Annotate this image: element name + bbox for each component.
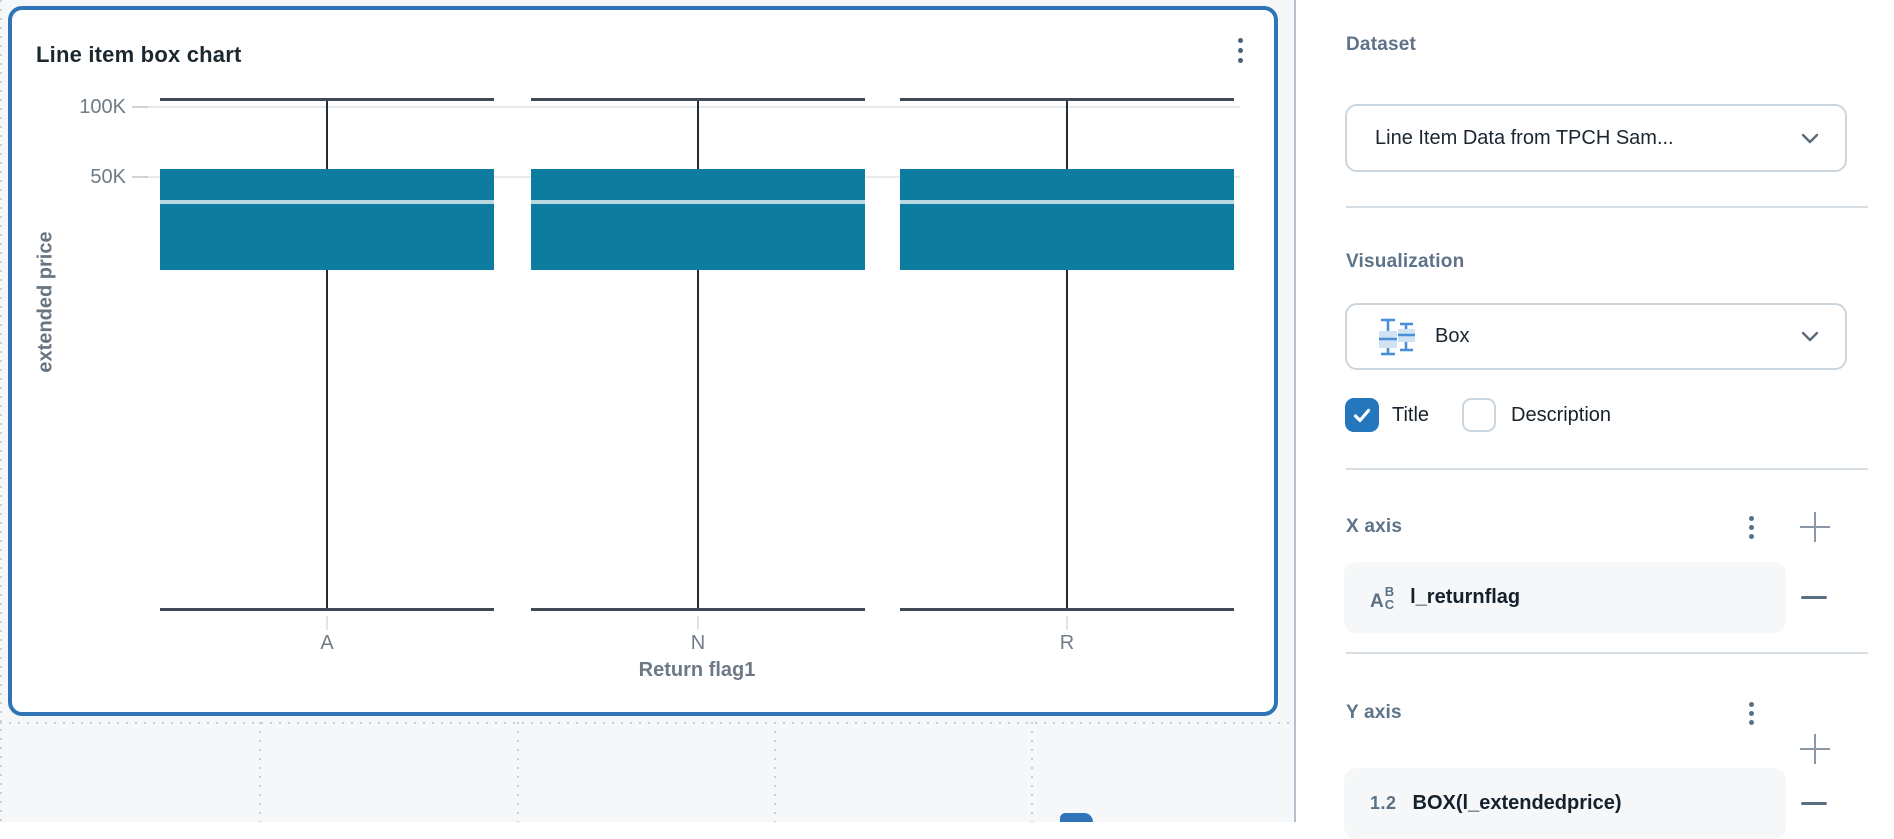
y-tick-label: 50K <box>90 166 126 188</box>
y-axis-label: Y axis <box>1346 702 1402 723</box>
visualization-value: Box <box>1435 325 1470 347</box>
chevron-down-icon <box>1801 331 1819 342</box>
y-tick-label: 100K <box>79 96 126 118</box>
y-tick-mark <box>132 106 148 108</box>
title-checkbox[interactable] <box>1345 398 1379 432</box>
x-axis-field-name: l_returnflag <box>1410 586 1521 608</box>
whisker-cap-min <box>900 608 1234 612</box>
y-axis-field-name: BOX(l_extendedprice) <box>1412 792 1622 814</box>
x-tick-label: R <box>1059 632 1075 654</box>
x-axis-add-button[interactable] <box>1797 509 1833 545</box>
grid-dotted-line <box>517 722 519 822</box>
whisker-cap-max <box>160 97 494 101</box>
whisker-line <box>697 269 699 610</box>
whisker-cap-min <box>531 608 865 612</box>
y-axis-remove-button[interactable] <box>1796 785 1832 821</box>
x-axis-label: X axis <box>1346 516 1403 537</box>
x-tick-label: A <box>320 632 334 654</box>
box-R[interactable] <box>900 169 1234 270</box>
box-A[interactable] <box>160 169 494 270</box>
x-tick-mark <box>697 616 699 630</box>
whisker-line <box>1066 99 1068 170</box>
y-axis-add-button[interactable] <box>1797 731 1833 767</box>
median-line <box>160 200 494 205</box>
x-axis-kebab-menu-icon[interactable] <box>1740 510 1762 544</box>
grid-dotted-line <box>0 0 2 822</box>
whisker-cap-min <box>160 608 494 612</box>
number-type-icon: 1.2 <box>1370 793 1397 813</box>
description-checkbox[interactable] <box>1462 398 1496 432</box>
box-plot-icon <box>1379 318 1415 355</box>
x-axis-title: Return flag1 <box>638 659 756 681</box>
check-icon <box>1353 408 1371 422</box>
grid-dotted-line <box>1031 722 1033 822</box>
whisker-line <box>326 99 328 170</box>
median-line <box>531 200 865 205</box>
y-axis-title: extended price <box>34 231 57 373</box>
median-line <box>900 200 1234 205</box>
whisker-cap-max <box>531 97 865 101</box>
title-checkbox-label: Title <box>1392 404 1430 426</box>
grid-dotted-line <box>0 722 1294 724</box>
dataset-label: Dataset <box>1346 34 1417 55</box>
x-tick-mark <box>1066 616 1068 630</box>
y-axis-field-row[interactable]: 1.2 BOX(l_extendedprice) <box>1344 768 1786 839</box>
whisker-line <box>326 269 328 610</box>
description-checkbox-label: Description <box>1511 404 1612 426</box>
y-tick-mark <box>132 176 148 178</box>
section-divider <box>1346 468 1868 470</box>
whisker-line <box>697 99 699 170</box>
x-tick-label: N <box>690 632 706 654</box>
grid-dotted-line <box>774 722 776 822</box>
dataset-value: Line Item Data from TPCH Sam... <box>1375 126 1674 149</box>
kebab-menu-icon[interactable] <box>1226 32 1254 68</box>
chevron-down-icon <box>1801 133 1819 143</box>
grid-dotted-line <box>259 722 261 822</box>
partial-card-border <box>1060 813 1093 822</box>
section-divider <box>1346 206 1868 208</box>
settings-panel: Dataset Line Item Data from TPCH Sam... … <box>1296 0 1894 839</box>
visualization-label: Visualization <box>1346 251 1465 272</box>
box-chart: extended price Return flag1 100K 50K A N R <box>34 96 1240 681</box>
panel-divider <box>1294 0 1296 822</box>
y-gridline <box>132 106 1240 108</box>
y-axis-kebab-menu-icon[interactable] <box>1740 696 1762 730</box>
visualization-select[interactable]: Box <box>1345 303 1847 370</box>
dataset-select[interactable]: Line Item Data from TPCH Sam... <box>1345 104 1847 172</box>
x-axis-remove-button[interactable] <box>1796 579 1832 615</box>
section-divider <box>1346 652 1868 654</box>
whisker-line <box>1066 269 1068 610</box>
x-tick-mark <box>326 616 328 630</box>
whisker-cap-max <box>900 97 1234 101</box>
box-N[interactable] <box>531 169 865 270</box>
chart-title: Line item box chart <box>36 42 242 67</box>
